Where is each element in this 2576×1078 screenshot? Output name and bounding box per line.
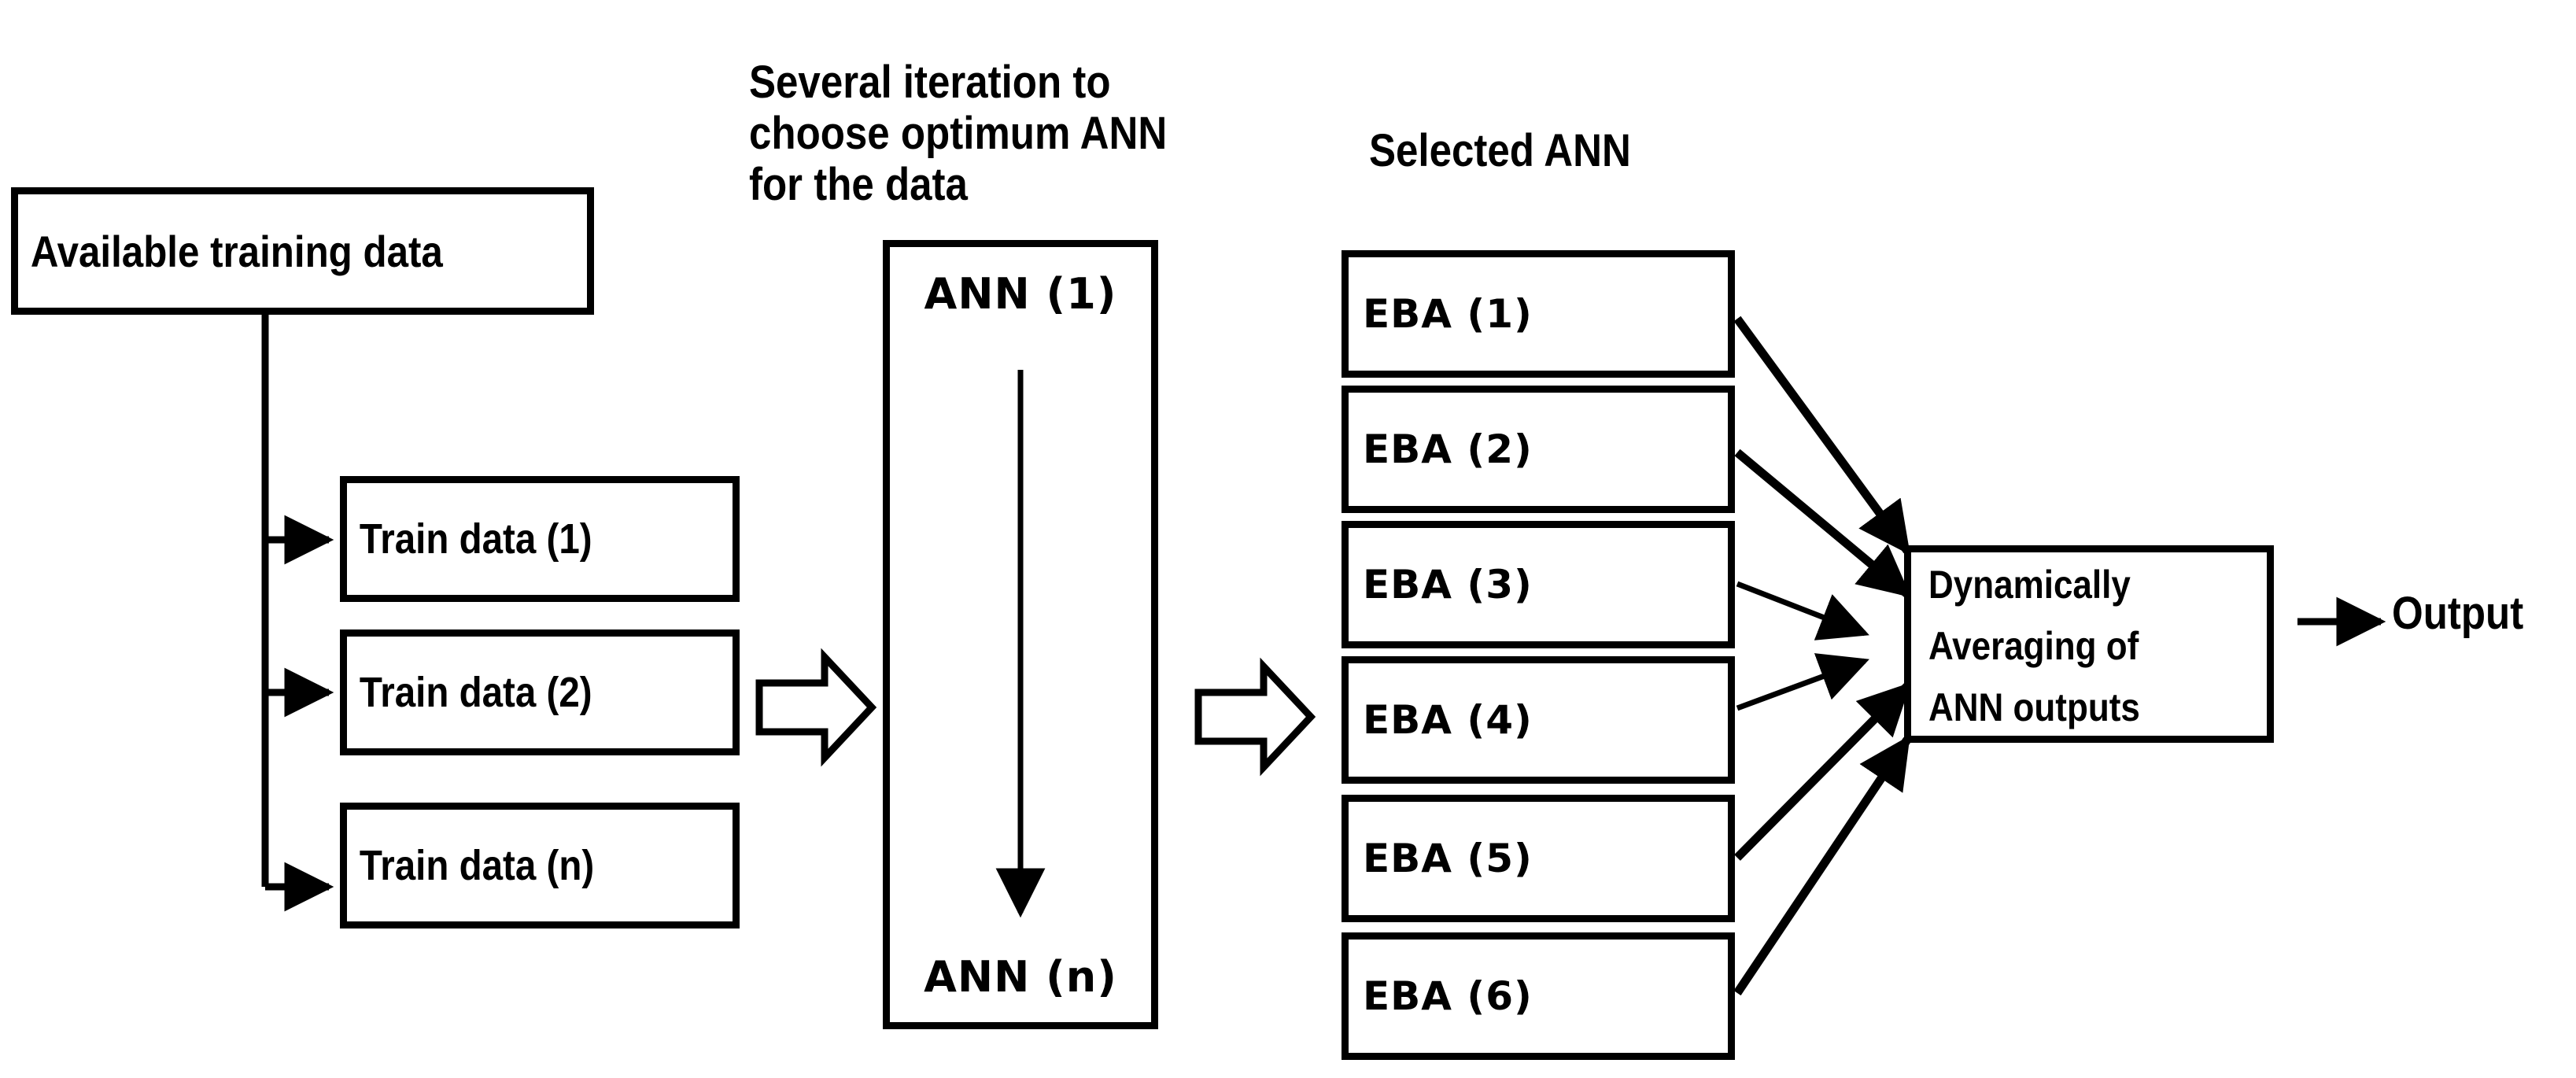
eba-box-2[interactable]: EBA (2) [1342, 386, 1735, 513]
eba-label-6: EBA (6) [1363, 973, 1533, 1019]
train-data-label-1: Train data (1) [359, 515, 592, 563]
ann-pool-top-label: ANN (1) [924, 269, 1117, 319]
available-training-data-label: Available training data [30, 226, 443, 276]
eba-box-4[interactable]: EBA (4) [1342, 656, 1735, 784]
block-arrow-right-icon-2 [1194, 657, 1316, 777]
training-data-split-connector [261, 315, 334, 912]
eba-box-1[interactable]: EBA (1) [1342, 250, 1735, 378]
eba-label-2: EBA (2) [1363, 426, 1533, 472]
eba-label-3: EBA (3) [1363, 562, 1533, 607]
dynamic-averaging-box[interactable]: Dynamically Averaging of ANN outputs [1904, 545, 2274, 743]
train-data-box-2[interactable]: Train data (2) [340, 629, 740, 755]
dynamic-averaging-line-3: ANN outputs [1928, 685, 2140, 729]
heading-selected-ann: Selected ANN [1369, 125, 1631, 177]
train-data-box-1[interactable]: Train data (1) [340, 476, 740, 602]
eba-label-5: EBA (5) [1363, 836, 1533, 881]
available-training-data-box[interactable]: Available training data [11, 187, 594, 315]
train-data-label-3: Train data (n) [359, 842, 595, 889]
heading-iteration-note-text: Several iteration to choose optimum ANN … [749, 56, 1168, 210]
dynamic-averaging-line-1: Dynamically [1928, 563, 2131, 607]
block-arrow-right-icon-1 [755, 648, 877, 767]
eba-box-3[interactable]: EBA (3) [1342, 521, 1735, 648]
train-data-box-3[interactable]: Train data (n) [340, 803, 740, 928]
ann-pool-box[interactable]: ANN (1) ANN (n) [883, 240, 1158, 1029]
eba-box-5[interactable]: EBA (5) [1342, 795, 1735, 922]
output-label-text: Output [2392, 588, 2524, 639]
heading-selected-ann-text: Selected ANN [1369, 125, 1631, 176]
eba-label-1: EBA (1) [1363, 291, 1533, 337]
eba-to-aggregator-connectors [1733, 316, 1912, 996]
ann-pool-bottom-label: ANN (n) [924, 952, 1117, 1002]
eba-box-6[interactable]: EBA (6) [1342, 932, 1735, 1060]
heading-iteration-note: Several iteration to choose optimum ANN … [749, 6, 1248, 211]
output-label: Output [2392, 588, 2524, 640]
train-data-label-2: Train data (2) [359, 669, 592, 716]
eba-label-4: EBA (4) [1363, 697, 1533, 743]
dynamic-averaging-line-2: Averaging of [1928, 624, 2139, 668]
